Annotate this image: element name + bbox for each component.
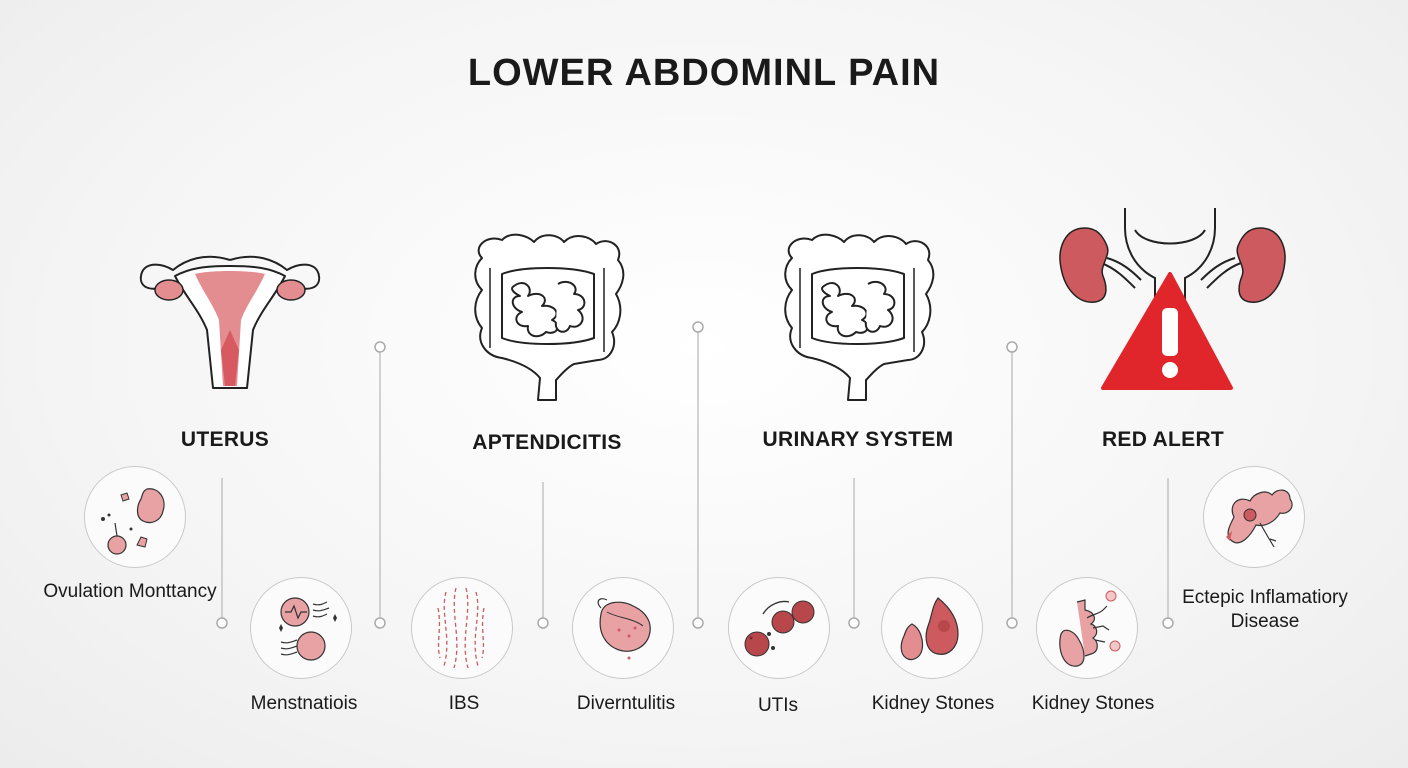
page-title: LOWER ABDOMINL PAIN <box>467 52 941 94</box>
item-label-kidney-stones: Kidney Stones <box>871 693 995 714</box>
connector-dot <box>1006 617 1018 629</box>
category-label-uterus: UTERUS <box>180 428 270 451</box>
category-label-red-alert: RED ALERT <box>1101 428 1225 451</box>
ovary-tube-icon <box>1036 577 1138 679</box>
connector-dot <box>692 321 704 333</box>
item-label-utis: UTIs <box>757 695 799 716</box>
connector-dot <box>374 617 386 629</box>
connector-dot <box>1162 617 1174 629</box>
connector-dot <box>692 617 704 629</box>
item-label-ibs: IBS <box>448 693 480 714</box>
connector-dot <box>374 341 386 353</box>
menstruation-icon <box>250 577 352 679</box>
kidney-alert-icon <box>1059 208 1286 390</box>
item-label-diverticulitis: Diverntulitis <box>576 693 676 714</box>
diverticulitis-icon <box>572 577 674 679</box>
ibs-icon <box>411 577 513 679</box>
item-label-ovulation: Ovulation Monttancy <box>43 581 217 602</box>
item-label-kidney-stones-2: Kidney Stones <box>1031 693 1155 714</box>
ovulation-icon <box>84 466 186 568</box>
kidney-stones-icon <box>881 577 983 679</box>
bacteria-icon <box>728 577 830 679</box>
connector-dot <box>1006 341 1018 353</box>
category-label-urinary-system: URINARY SYSTEM <box>762 428 954 451</box>
connector-dot <box>537 617 549 629</box>
intestine-icon <box>784 233 935 401</box>
item-label-ectopic: Ectepic Inflamatiory Disease <box>1182 587 1348 632</box>
ectopic-icon <box>1203 466 1305 568</box>
category-label-aptendicitis: APTENDICITIS <box>472 431 622 454</box>
intestine-icon <box>474 233 625 401</box>
uterus-icon <box>139 255 321 389</box>
connector-dot <box>216 617 228 629</box>
connector-dot <box>848 617 860 629</box>
item-label-menstruation: Menstnatiois <box>250 693 358 714</box>
